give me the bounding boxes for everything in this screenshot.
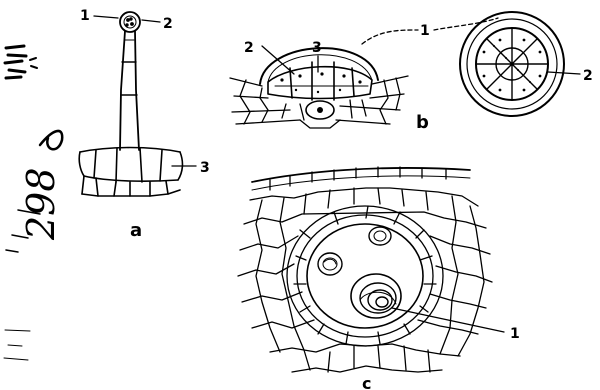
panel-a-labels: 1 2 3 a [80,8,210,241]
panel-a-epidermis [79,148,182,197]
panel-a-gland-head [120,12,140,32]
panel-a-stalk [120,31,139,150]
panel-b-top-view [460,12,564,116]
panel-b-tissue [230,76,408,128]
panel-b-labels: 1 2 3 2 b [244,23,593,133]
panel-c-section [238,167,504,372]
margin-handwritten-number: 298 [19,167,63,241]
panel-c-labels: 1 c [362,326,520,390]
panel-c-label-1: 1 [510,326,520,342]
panel-c-caption: c [362,374,371,390]
panel-b-label-1: 1 [420,23,430,39]
panel-a-caption: a [130,220,142,241]
panel-c-droplets [318,227,401,318]
margin-handwritten-underline [40,131,62,149]
panel-c-large-droplet [351,274,401,318]
panel-c-epidermis [252,168,470,182]
panel-a-label-3: 3 [200,160,210,176]
panel-b-label-3: 3 [312,40,322,56]
panel-b-caption: b [416,112,429,133]
panel-b-label-2-left: 2 [244,40,254,56]
panel-a-label-2: 2 [163,16,173,32]
panel-a-hair [79,12,196,196]
panel-b-gland-section [230,48,408,128]
panel-a-label-1: 1 [80,8,90,24]
panel-b-label-2-right: 2 [583,68,593,84]
